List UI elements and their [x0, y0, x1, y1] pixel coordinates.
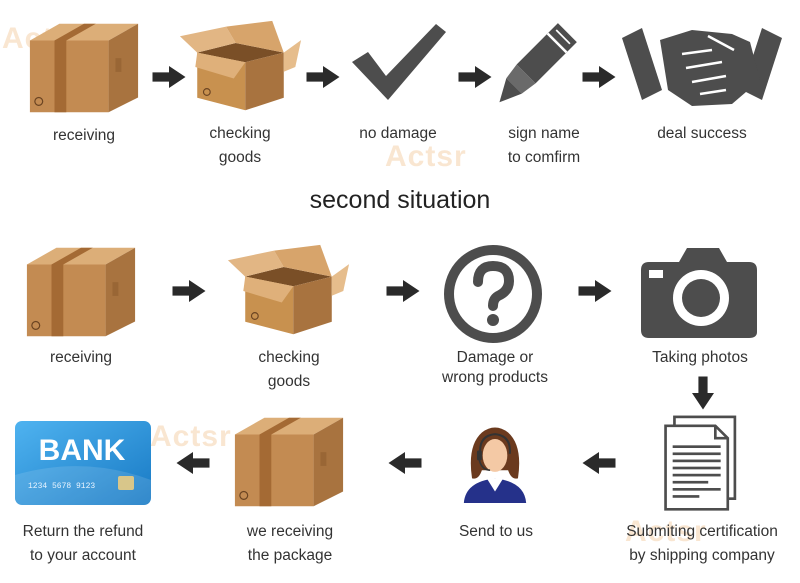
row3-package-label: we receiving the package — [246, 523, 334, 564]
closed-box-icon — [230, 412, 348, 512]
row1-deal-success-label: deal success — [657, 125, 747, 142]
row2-damage-label: Damage or wrong products — [442, 349, 548, 386]
watermark: Actsr — [385, 140, 467, 173]
arrow-right-icon — [458, 66, 492, 88]
row3-refund-label: Return the refund to your account — [22, 523, 144, 564]
pen-icon — [496, 18, 582, 104]
row1-checking-goods — [178, 18, 303, 116]
row2-receiving — [22, 242, 140, 342]
document-icon — [662, 414, 742, 514]
question-icon — [443, 244, 543, 344]
watermark: Actsr — [150, 420, 232, 453]
customer-service-icon — [454, 412, 536, 512]
row1-receiving — [25, 18, 143, 118]
checkmark-icon — [348, 22, 448, 102]
row3-document-label: Submiting certification by shipping comp… — [626, 523, 778, 564]
closed-box-icon — [22, 242, 140, 342]
row3-customer-service — [454, 412, 536, 512]
row2-receiving-label: receiving — [49, 349, 113, 366]
arrow-right-icon — [582, 66, 616, 88]
row1-receiving-label: receiving — [52, 127, 116, 144]
row1-sign-name-label: sign name to comfirm — [507, 125, 581, 166]
row2-damage-question — [443, 244, 543, 344]
row3-send-to-us-label: Send to us — [458, 523, 534, 540]
row3-document — [662, 414, 742, 514]
arrow-right-icon — [386, 280, 420, 302]
row1-sign-name — [496, 18, 582, 104]
open-box-icon — [226, 242, 351, 340]
arrow-right-icon — [578, 280, 612, 302]
row2-taking-photos-label: Taking photos — [652, 349, 748, 366]
row3-package — [230, 412, 348, 512]
open-box-icon — [178, 18, 303, 116]
closed-box-icon — [25, 18, 143, 118]
bank-card-number: 1234 5678 9123 — [28, 482, 95, 491]
section-title: second situation — [309, 186, 491, 214]
arrow-right-icon — [306, 66, 340, 88]
camera-icon — [638, 242, 760, 342]
row2-checking-goods-label: checking goods — [258, 349, 320, 390]
row2-checking-goods — [226, 242, 351, 340]
arrow-left-icon — [176, 452, 210, 474]
arrow-down-icon — [692, 376, 714, 410]
arrow-left-icon — [582, 452, 616, 474]
row1-no-damage — [348, 22, 448, 102]
bank-card-icon: BANK 1234 5678 9123 — [15, 421, 151, 505]
arrow-left-icon — [388, 452, 422, 474]
watermark: Actsr — [625, 515, 707, 548]
arrow-right-icon — [172, 280, 206, 302]
row1-checking-goods-label: checking goods — [209, 125, 271, 166]
bank-card-title: BANK — [39, 434, 126, 467]
row1-deal-success — [622, 20, 782, 110]
handshake-icon — [622, 20, 782, 110]
row2-taking-photos — [638, 242, 760, 342]
row3-bank-card: BANK 1234 5678 9123 — [14, 420, 152, 506]
row1-no-damage-label: no damage — [359, 125, 437, 142]
